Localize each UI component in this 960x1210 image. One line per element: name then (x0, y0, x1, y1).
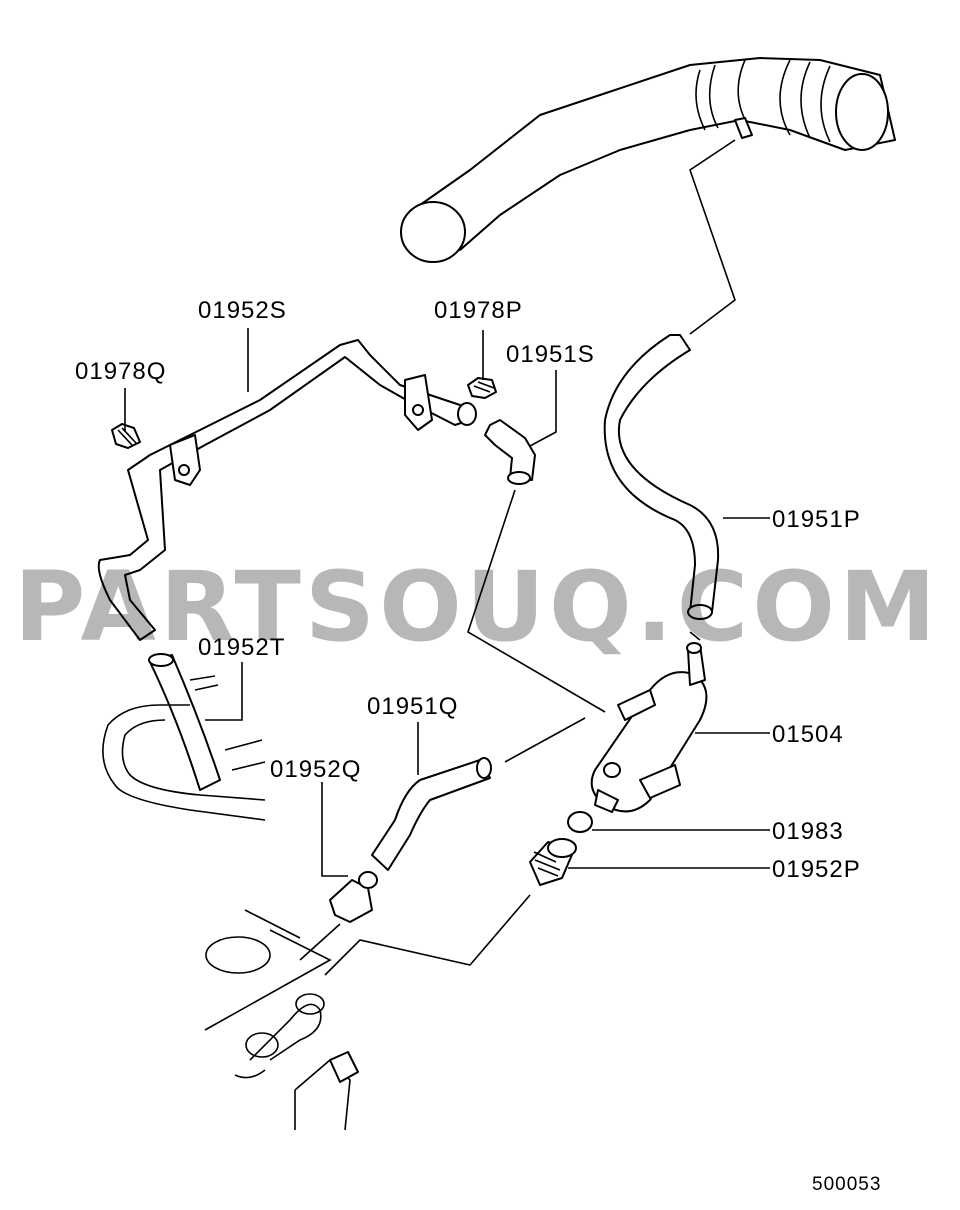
pcv-valve-01952Q (329, 871, 378, 923)
label-01983: 01983 (772, 818, 844, 845)
metal-pipe-01952S (97, 339, 477, 641)
diagram-id: 500053 (812, 1174, 881, 1195)
label-01952S: 01952S (198, 297, 287, 324)
watermark: PARTSOUQ.COM (14, 551, 940, 663)
engine-block-fragment (204, 909, 359, 1131)
label-01952T: 01952T (198, 634, 285, 661)
label-01952P: 01952P (772, 856, 861, 883)
o-ring-01983 (567, 811, 593, 833)
leader-lines (124, 139, 770, 976)
valve-cover-fragment (102, 675, 266, 821)
label-01978P: 01978P (434, 297, 523, 324)
bolt-01978Q (111, 423, 141, 449)
label-01952Q: 01952Q (270, 756, 361, 783)
label-01951S: 01951S (506, 341, 595, 368)
intake-hose (400, 57, 896, 263)
hose-01951Q (371, 757, 492, 871)
bolt-01978P (467, 377, 497, 399)
hose-01951P (603, 334, 720, 620)
label-01978Q: 01978Q (75, 358, 166, 385)
label-01951Q: 01951Q (367, 693, 458, 720)
label-01504: 01504 (772, 721, 844, 748)
hose-01952T (148, 653, 221, 791)
oil-separator-01504 (590, 642, 708, 813)
label-01951P: 01951P (772, 506, 861, 533)
grommet-01952P (529, 838, 577, 886)
elbow-hose-01951S (484, 419, 536, 485)
